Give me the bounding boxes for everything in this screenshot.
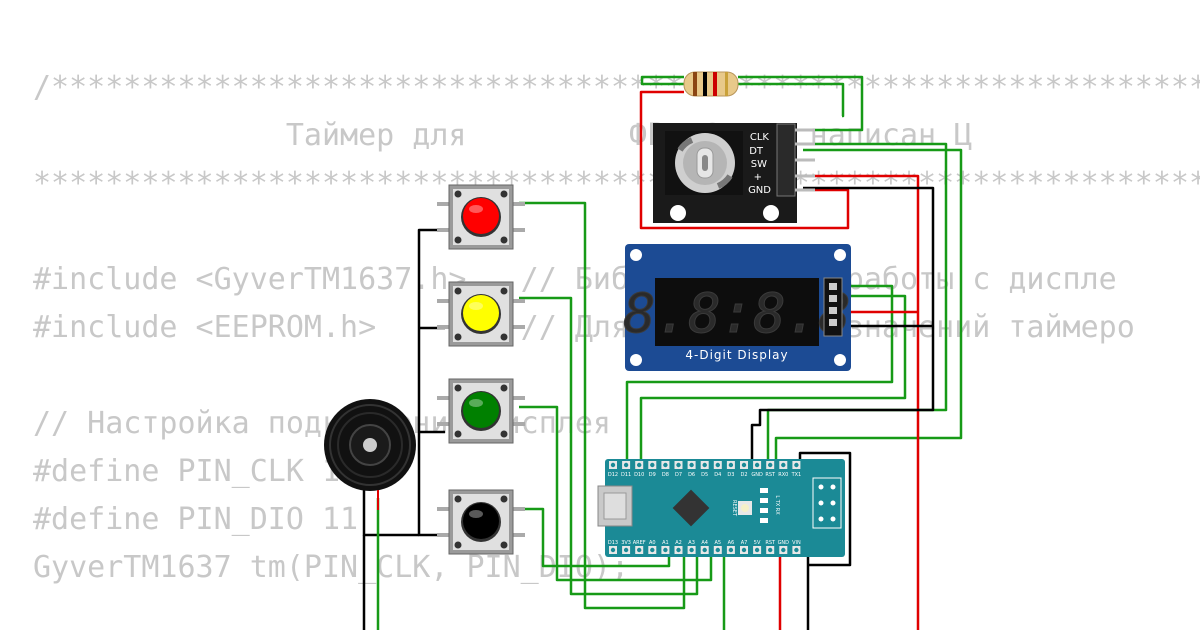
wire-green bbox=[519, 405, 713, 582]
wire-green bbox=[639, 294, 907, 468]
wire-black bbox=[750, 186, 935, 468]
nano-top-pin-row bbox=[609, 461, 801, 469]
nano-pin-label: D11 bbox=[621, 472, 631, 478]
nano-pin-label: RX0 bbox=[778, 472, 788, 478]
nano-pin-label: D2 bbox=[740, 472, 747, 478]
push-button-black[interactable] bbox=[437, 489, 525, 555]
wire-red bbox=[639, 90, 850, 230]
nano-pin-label: A0 bbox=[649, 540, 656, 546]
button-cap bbox=[463, 392, 499, 428]
nano-pin-label: D6 bbox=[688, 472, 695, 478]
resistor bbox=[683, 71, 739, 97]
nano-pin-label: A2 bbox=[675, 540, 682, 546]
nano-pin-label: 5V bbox=[754, 540, 761, 546]
nano-pin-label: A5 bbox=[714, 540, 721, 546]
code-line: #define PIN_DIO 11 bbox=[33, 502, 359, 537]
push-button-yellow[interactable] bbox=[437, 281, 525, 347]
nano-pin-label: D13 bbox=[608, 540, 618, 546]
nano-pin-label: D3 bbox=[727, 472, 734, 478]
wire-black bbox=[417, 228, 445, 537]
nano-pin-label: TX1 bbox=[791, 472, 802, 478]
nano-pin-label: GND bbox=[778, 540, 790, 546]
push-button-red[interactable] bbox=[437, 184, 525, 250]
wire-black bbox=[798, 451, 852, 567]
nano-pin-label: D9 bbox=[649, 472, 656, 478]
push-button-green[interactable] bbox=[437, 378, 525, 444]
wire-green bbox=[766, 142, 948, 468]
encoder-pin-label: DT bbox=[749, 146, 764, 157]
wire-green bbox=[519, 296, 699, 596]
wire-green bbox=[774, 148, 963, 468]
button-cap bbox=[463, 295, 499, 331]
encoder-pin-label: GND bbox=[748, 185, 771, 196]
encoder-pin-label: SW bbox=[751, 159, 767, 170]
wire-green bbox=[738, 82, 845, 118]
nano-pin-label: VIN bbox=[792, 540, 801, 546]
nano-pin-label: A7 bbox=[741, 540, 748, 546]
nano-pin-label: A1 bbox=[662, 540, 669, 546]
wire-green bbox=[519, 507, 671, 568]
nano-pin-label: D10 bbox=[634, 472, 644, 478]
nano-pin-label: 3V3 bbox=[621, 540, 631, 546]
code-line: ****************************************… bbox=[33, 166, 1200, 201]
nano-pin-label: A3 bbox=[688, 540, 695, 546]
code-line: #define PIN_CLK 12 bbox=[33, 454, 359, 489]
wire-green bbox=[738, 75, 864, 132]
nano-pin-label: GND bbox=[751, 472, 763, 478]
code-line: // Настройка подключения дисплея bbox=[33, 406, 611, 441]
push-buttons bbox=[437, 184, 525, 555]
nano-pin-label: D4 bbox=[714, 472, 721, 478]
code-line: /***************************************… bbox=[33, 70, 1200, 105]
reset-label: RESET bbox=[731, 500, 737, 517]
wire-green bbox=[625, 284, 894, 468]
nano-pin-label: D7 bbox=[675, 472, 682, 478]
wire-red bbox=[803, 174, 920, 630]
button-cap bbox=[463, 503, 499, 539]
nano-bottom-pin-row bbox=[609, 546, 801, 554]
code-line: GyverTM1637 tm(PIN_CLK, PIN_DIO); bbox=[33, 550, 630, 585]
encoder-pin-label: CLK bbox=[750, 132, 770, 143]
display-digits: 8.8:8.8 bbox=[623, 282, 851, 345]
nano-pin-label: D8 bbox=[662, 472, 669, 478]
display-label: 4-Digit Display bbox=[685, 348, 788, 362]
nano-pin-label: RST bbox=[765, 472, 776, 478]
nano-pin-label: RST bbox=[765, 540, 776, 546]
rotary-encoder: CLK DT SW + GND bbox=[653, 123, 815, 223]
wire-green bbox=[519, 201, 686, 610]
seven-segment-display: 8.8:8.8 4-Digit Display bbox=[623, 244, 851, 371]
nano-pin-label: A4 bbox=[701, 540, 708, 546]
buzzer bbox=[324, 399, 416, 510]
nano-pin-label: AREF bbox=[633, 540, 646, 546]
nano-pin-label: A6 bbox=[728, 540, 735, 546]
encoder-pin-label: + bbox=[754, 172, 762, 183]
wire-green bbox=[640, 75, 684, 86]
wires bbox=[362, 75, 963, 630]
nano-pin-label: D5 bbox=[701, 472, 708, 478]
button-cap bbox=[463, 198, 499, 234]
nano-pin-label: D12 bbox=[608, 472, 618, 478]
led-label: L TX RX bbox=[774, 495, 780, 515]
